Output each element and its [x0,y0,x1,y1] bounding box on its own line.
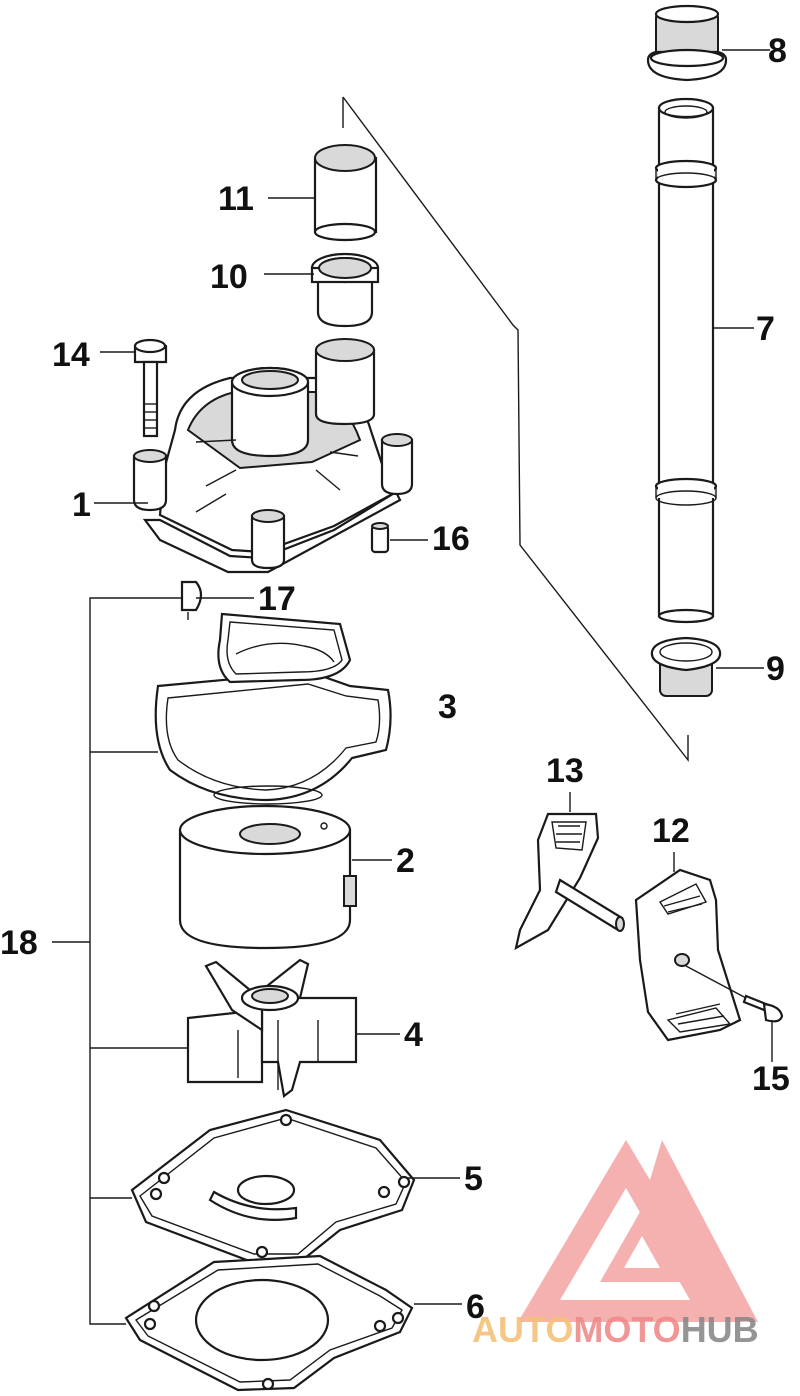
watermark-hub: HUB [681,1309,759,1350]
callout-3: 3 [438,688,457,726]
part-17-key [180,580,203,620]
part-10-bushing [310,252,380,328]
part-4-impeller [186,958,358,1098]
section-divider [342,96,689,763]
part-9-bushing [650,636,722,697]
callout-13: 13 [546,752,584,790]
callout-9: 9 [766,650,785,688]
part-11-sleeve [313,144,378,242]
watermark-text: AUTOMOTOHUB [472,1309,759,1350]
callout-16: 16 [432,520,470,558]
callout-17: 17 [258,580,296,618]
part-6-gasket [124,1254,414,1392]
part-14-bolt [133,338,168,438]
part-12-cover [634,868,742,1042]
watermark-moto: MOTO [573,1309,680,1350]
callout-10: 10 [210,258,248,296]
part-1-pump-housing [132,338,414,574]
callout-4: 4 [404,1016,423,1054]
part-5-plate [130,1108,416,1264]
callout-8: 8 [768,32,787,70]
part-3-liner-seal [154,612,392,805]
callout-18: 18 [0,924,38,962]
callout-5: 5 [464,1160,483,1198]
watermark-logo [518,1140,758,1322]
leader-lines [52,49,773,1325]
callout-6: 6 [466,1288,485,1326]
callout-14: 14 [52,336,90,374]
svg-text:AUTOMOTOHUB: AUTOMOTOHUB [472,1309,759,1350]
part-13-lever [514,812,625,951]
part-16-pin [370,522,390,554]
callouts: 8 7 9 11 10 14 1 16 17 3 13 12 2 18 4 15… [0,32,790,1326]
callout-11: 11 [218,180,254,218]
part-8-bushing [646,4,728,82]
part-7-tube [654,97,718,624]
callout-7: 7 [756,310,775,348]
callout-15: 15 [752,1060,790,1098]
part-15-screw [685,965,784,1023]
callout-2: 2 [396,842,415,880]
watermark-auto: AUTO [472,1309,573,1350]
part-2-cup [178,804,357,950]
callout-1: 1 [72,486,91,524]
callout-12: 12 [652,812,690,850]
